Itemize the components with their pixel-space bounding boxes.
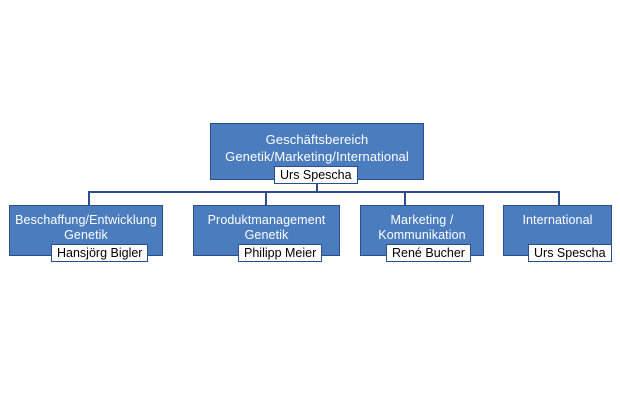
connector-leg-child-1 <box>265 191 267 205</box>
org-node-child-0-unit-label: Beschaffung/Entwicklung Genetik <box>15 213 157 242</box>
org-node-child-1-person-plate[interactable]: Philipp Meier <box>238 244 323 262</box>
connector-leg-child-3 <box>558 191 560 205</box>
connector-leg-child-0 <box>88 191 90 205</box>
org-node-child-0-person-plate[interactable]: Hansjörg Bigler <box>51 244 149 262</box>
connector-leg-child-2 <box>404 191 406 205</box>
org-node-child-2-person-plate[interactable]: René Bucher <box>386 244 471 262</box>
connector-horizontal-bus <box>88 191 560 193</box>
connector-root-stem <box>316 180 318 192</box>
org-node-root-unit-label: Geschäftsbereich Genetik/Marketing/Inter… <box>225 132 409 164</box>
org-node-child-2-unit-label: Marketing / Kommunikation <box>378 213 466 242</box>
org-node-child-1-unit-label: Produktmanagement Genetik <box>207 213 326 242</box>
org-node-child-3-unit-label: International <box>522 213 593 227</box>
org-node-child-3-person-plate[interactable]: Urs Spescha <box>528 244 612 262</box>
org-node-root-person-plate[interactable]: Urs Spescha <box>274 166 358 184</box>
